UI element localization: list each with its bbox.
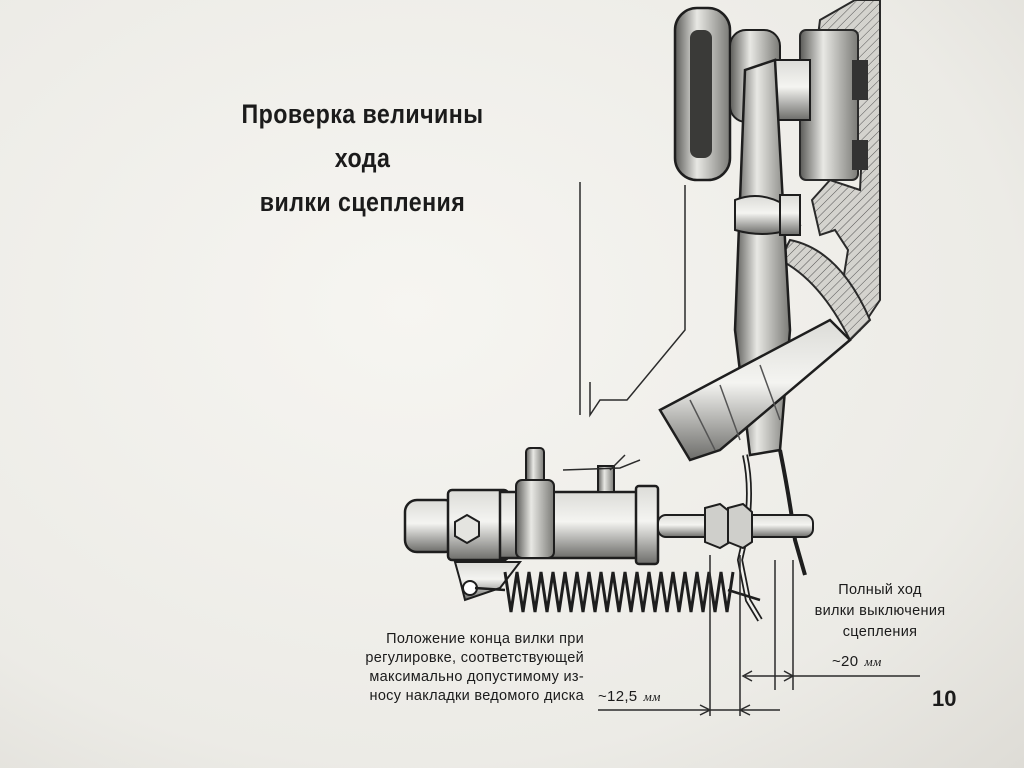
title-line-2: вилки сцепления xyxy=(259,187,466,217)
adjust-travel-value: ~12,5 xyxy=(598,688,638,705)
full-travel-line-2: вилки выключения xyxy=(814,603,946,619)
page-number: 10 xyxy=(932,686,957,711)
full-travel-line-3: сцепления xyxy=(842,624,918,640)
clutch-housing xyxy=(778,0,881,342)
full-travel-caption: Полный ход вилки выключения сцепления xyxy=(780,580,980,643)
return-spring xyxy=(474,571,761,613)
slave-cylinder xyxy=(403,447,660,602)
fork-boot xyxy=(658,318,852,462)
note-line-3: максимально допустимому из- xyxy=(369,669,584,685)
title-line-1: Проверка величины хода xyxy=(241,99,484,173)
adjust-travel-dimension: ~12,5 мм xyxy=(598,688,661,705)
slide-title: Проверка величины хода вилки сцепления xyxy=(214,92,511,224)
push-rod xyxy=(657,502,814,550)
note-line-1: Положение конца вилки при xyxy=(386,631,584,647)
full-travel-dimension: ~20 мм xyxy=(832,653,882,670)
dimension-lines xyxy=(598,555,920,716)
full-travel-value: ~20 xyxy=(832,653,859,670)
note-line-2: регулировке, соответствующей xyxy=(365,650,584,666)
note-line-4: носу накладки ведомого диска xyxy=(369,688,584,704)
adjustment-note: Положение конца вилки при регулировке, с… xyxy=(296,630,584,706)
full-travel-line-1: Полный ход xyxy=(838,582,922,598)
adjust-travel-unit: мм xyxy=(643,689,661,704)
full-travel-unit: мм xyxy=(864,654,882,669)
leader-lines xyxy=(562,182,686,471)
